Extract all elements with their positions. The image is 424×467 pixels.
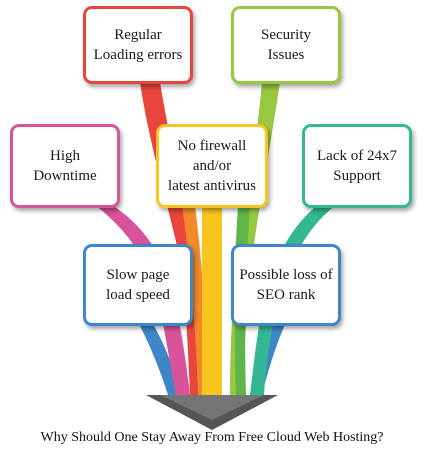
box-slow-page-load-label: Slow page load speed <box>106 267 170 303</box>
box-lack-support: Lack of 24x7 Support <box>302 124 412 208</box>
ribbon-yellow <box>202 206 222 395</box>
box-seo-rank-loss-label: Possible loss of SEO rank <box>239 267 333 303</box>
box-regular-loading-errors: Regular Loading errors <box>83 6 193 84</box>
box-high-downtime: High Downtime <box>10 124 120 208</box>
caption: Why Should One Stay Away From Free Cloud… <box>40 430 384 445</box>
box-slow-page-load: Slow page load speed <box>83 244 193 326</box>
box-no-firewall-label: No firewall and/or latest antivirus <box>168 138 256 194</box>
box-lack-support-label: Lack of 24x7 Support <box>317 148 397 184</box>
ribbon-blue-left <box>138 322 180 395</box>
box-security-issues-label: Security Issues <box>261 27 311 63</box>
arrow-shine <box>160 395 264 420</box>
box-regular-loading-errors-label: Regular Loading errors <box>93 27 183 63</box>
box-no-firewall: No firewall and/or latest antivirus <box>156 124 268 208</box>
box-seo-rank-loss: Possible loss of SEO rank <box>231 244 341 326</box>
box-high-downtime-label: High Downtime <box>33 148 97 184</box>
box-security-issues: Security Issues <box>231 6 341 84</box>
